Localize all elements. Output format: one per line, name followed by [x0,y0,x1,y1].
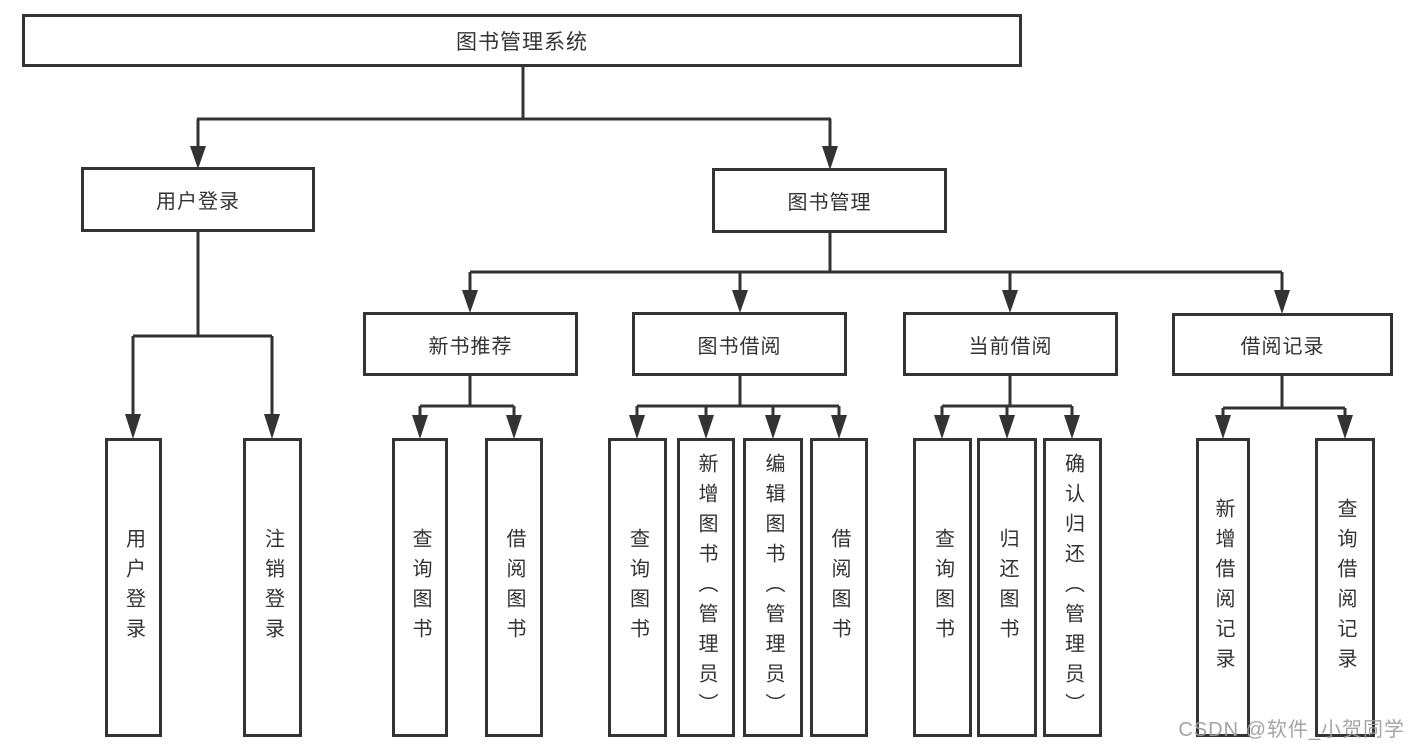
node-label: 图书借阅 [697,335,782,358]
leaf-edit-books-admin: 编辑图书（管理员） [743,438,803,737]
arrowhead-icon [698,415,714,439]
node-borrowing-records: 借阅记录 [1172,313,1393,376]
arrowhead-icon [1064,415,1080,439]
connector-current-borrow-to-leaves [934,376,1080,439]
leaf-add-books-admin: 新增图书（管理员） [677,438,735,737]
leaf-borrow-books: 借阅图书 [810,438,868,737]
connector-new-book-to-leaves [412,376,522,439]
arrowhead-icon [999,415,1015,439]
arrowhead-icon [1274,290,1290,314]
connector-book-mgmt-to-level3 [462,233,1290,314]
arrowhead-icon [462,290,478,313]
node-label: 图书管理系统 [456,30,588,54]
node-label: 查询借阅记录 [1334,497,1356,678]
node-label: 查询图书 [931,527,954,648]
node-book-management: 图书管理 [712,168,947,233]
arrowhead-icon [934,415,950,439]
node-label: 注销登录 [261,527,284,648]
node-label: 查询图书 [409,527,431,648]
leaf-query-borrow-record: 查询借阅记录 [1315,438,1375,737]
arrowhead-icon [1337,415,1353,439]
node-label: 新增借阅记录 [1212,497,1234,678]
leaf-borrow-books: 借阅图书 [485,438,543,737]
node-label: 归还图书 [996,527,1018,648]
node-label: 用户登录 [122,527,145,648]
arrowhead-icon [412,415,428,439]
connector-book-borrow-to-leaves [629,376,847,439]
csdn-watermark: CSDN @软件_小贺同学 [1178,719,1405,741]
node-book-borrowing: 图书借阅 [632,312,847,376]
node-label: 新增图书（管理员） [695,452,717,723]
arrowhead-icon [264,414,280,439]
connector-root-to-level2 [190,67,838,170]
node-label: 借阅图书 [503,527,525,648]
node-current-borrowing: 当前借阅 [903,312,1118,376]
node-label: 用户登录 [156,191,240,213]
node-label: 新书推荐 [428,335,513,358]
node-new-book-recommendation: 新书推荐 [363,312,578,376]
arrowhead-icon [822,146,838,170]
node-label: 当前借阅 [968,335,1053,358]
arrowhead-icon [506,415,522,439]
node-label: 借阅记录 [1240,336,1325,358]
leaf-user-login: 用户登录 [105,438,162,737]
leaf-logout: 注销登录 [243,438,302,737]
leaf-confirm-return-admin: 确认归还（管理员） [1043,438,1102,737]
node-label: 图书管理 [787,192,872,214]
arrowhead-icon [1002,290,1018,313]
leaf-query-books: 查询图书 [392,438,448,737]
connector-borrow-records-to-leaves [1215,376,1353,439]
arrowhead-icon [1215,415,1231,439]
node-label: 编辑图书（管理员） [762,452,784,723]
node-label: 查询图书 [626,527,649,648]
arrowhead-icon [125,414,141,439]
leaf-query-books: 查询图书 [608,438,667,737]
node-label: 确认归还（管理员） [1061,452,1084,723]
connector-user-login-to-leaves [125,232,280,439]
leaf-query-books: 查询图书 [913,438,972,737]
arrowhead-icon [831,415,847,439]
arrowhead-icon [765,415,781,439]
node-label: 借阅图书 [828,527,850,648]
arrowhead-icon [190,146,206,169]
leaf-add-borrow-record: 新增借阅记录 [1196,438,1250,737]
leaf-return-books: 归还图书 [977,438,1037,737]
arrowhead-icon [732,290,748,313]
node-user-login: 用户登录 [81,167,315,232]
arrowhead-icon [629,415,645,439]
node-library-management-system: 图书管理系统 [22,14,1022,67]
